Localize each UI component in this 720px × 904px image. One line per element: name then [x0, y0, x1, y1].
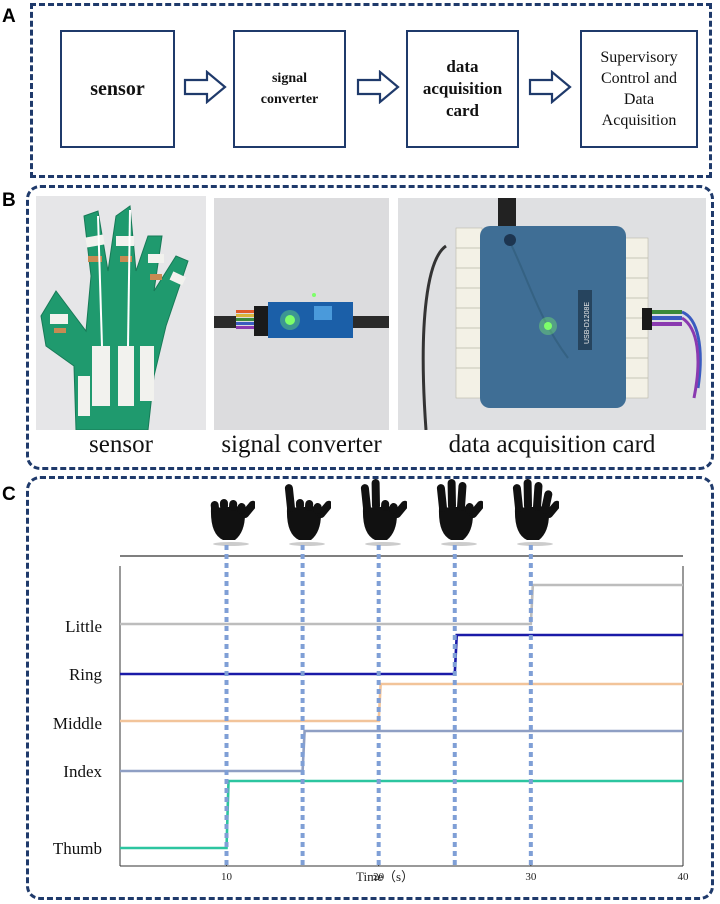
x-tick-label: 10 — [221, 871, 232, 883]
y-label-thumb: Thumb — [52, 839, 102, 858]
flow-box-sensor: sensor — [60, 30, 175, 148]
hand-gesture-icon — [512, 479, 559, 546]
hand-gesture-icon — [436, 479, 483, 546]
y-label-index: Index — [63, 762, 102, 781]
caption-signal-converter: signal converter — [221, 431, 382, 458]
series-line-thumb — [120, 779, 683, 850]
panel-b-frame — [26, 185, 714, 470]
flow-line: converter — [260, 92, 319, 107]
arrow-icon — [183, 70, 227, 104]
flow-line: Acquisition — [601, 112, 677, 129]
hand-gesture-icon — [284, 484, 331, 546]
signal-converter-photo — [214, 198, 389, 430]
y-label-ring: Ring — [68, 665, 102, 684]
x-axis-title: Time（s） — [356, 869, 415, 884]
flow-line: Data — [623, 91, 655, 108]
flow-text-sensor: sensor — [90, 78, 144, 101]
series-line-middle — [120, 682, 683, 723]
flow-line: sensor — [90, 77, 145, 100]
flow-line: data — [446, 57, 479, 76]
x-tick-label: 20 — [373, 871, 385, 883]
daq-label-text: USB-D1208E — [584, 302, 591, 344]
arrow-icon — [528, 70, 572, 104]
panel-c-frame — [26, 476, 714, 900]
flow-line: Control and — [600, 70, 677, 87]
series-line-ring — [120, 633, 683, 676]
caption-sensor: sensor — [89, 431, 153, 458]
flow-box-daq-card: data acquisition card — [406, 30, 519, 148]
flow-line: card — [445, 101, 480, 120]
x-tick-label: 40 — [677, 871, 689, 883]
hand-gesture-icon — [360, 479, 407, 546]
panel-label-c: C — [2, 484, 16, 505]
hand-gesture-icon — [210, 499, 255, 546]
flow-text-daq-card: data acquisition card — [423, 56, 502, 122]
caption-daq-card: data acquisition card — [448, 431, 656, 458]
panel-label-b: B — [2, 190, 16, 211]
arrow-icon — [356, 70, 400, 104]
daq-card-photo: USB-D1208E — [398, 198, 706, 430]
panel-a-frame — [30, 3, 712, 178]
flow-line: signal — [271, 71, 307, 86]
series-line-little — [120, 583, 683, 626]
series-line-index — [120, 729, 683, 773]
y-label-little: Little — [65, 617, 102, 636]
panel-label-a: A — [2, 6, 16, 27]
flow-line: acquisition — [422, 79, 503, 98]
flow-text-signal-converter: signal converter — [261, 68, 319, 110]
x-tick-label: 30 — [525, 871, 537, 883]
flow-box-signal-converter: signal converter — [233, 30, 346, 148]
flow-line: Supervisory — [600, 49, 678, 66]
y-label-middle: Middle — [52, 714, 102, 733]
sensor-glove-photo — [36, 196, 206, 430]
